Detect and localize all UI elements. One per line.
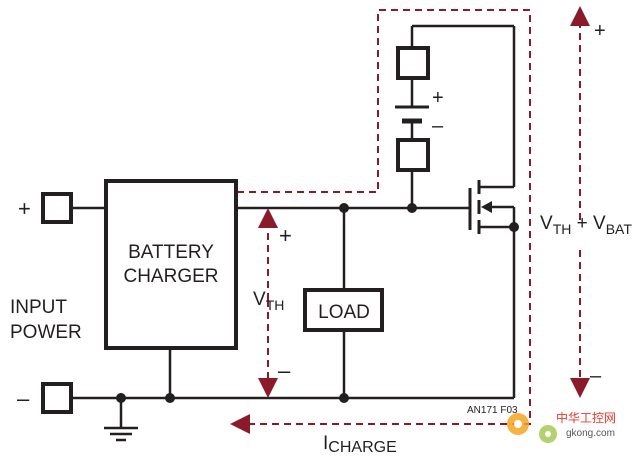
battery-plus-sign: + [432, 87, 444, 109]
battery-charger-label-2: CHARGER [123, 266, 218, 287]
watermark-cn-text: 中华工控网 [556, 410, 616, 425]
input-power-label-2: POWER [10, 322, 82, 343]
mosfet-arrow [481, 201, 492, 213]
vth-label: VTH [253, 289, 284, 313]
junction-load-bottom [339, 393, 349, 403]
junction-battery [407, 203, 417, 213]
input-plus-sign: + [18, 196, 31, 221]
junction-load-top [339, 203, 349, 213]
charge-current-path [230, 9, 531, 434]
junction-ground [116, 393, 126, 403]
watermark-logo: 中华工控网 gkong.com [507, 410, 616, 443]
junction-mosfet-source [509, 222, 519, 232]
battery-cell-upper [396, 46, 430, 80]
battery-minus-sign: – [432, 115, 444, 137]
input-plus-terminal [41, 192, 73, 224]
battery-charger-label-1: BATTERY [128, 242, 214, 263]
junction-charger-ground [165, 393, 175, 403]
input-minus-sign: – [17, 386, 30, 411]
input-power-label-1: INPUT [10, 297, 67, 318]
vth-vbat-label: VTH + VBAT [540, 213, 632, 237]
battery-charger-box [104, 179, 238, 350]
vth-vbat-plus-sign: + [594, 20, 606, 42]
figure-id: AN171 F03 [467, 405, 518, 416]
watermark-url-text: gkong.com [566, 428, 615, 439]
load-label: LOAD [318, 302, 370, 323]
vth-vbat-minus-sign: – [590, 365, 602, 387]
vth-plus-sign: + [279, 223, 292, 248]
battery-cell-lower [396, 138, 430, 172]
input-minus-terminal [41, 382, 73, 414]
icharge-label: ICHARGE [323, 433, 397, 456]
vth-minus-sign: – [278, 358, 291, 383]
